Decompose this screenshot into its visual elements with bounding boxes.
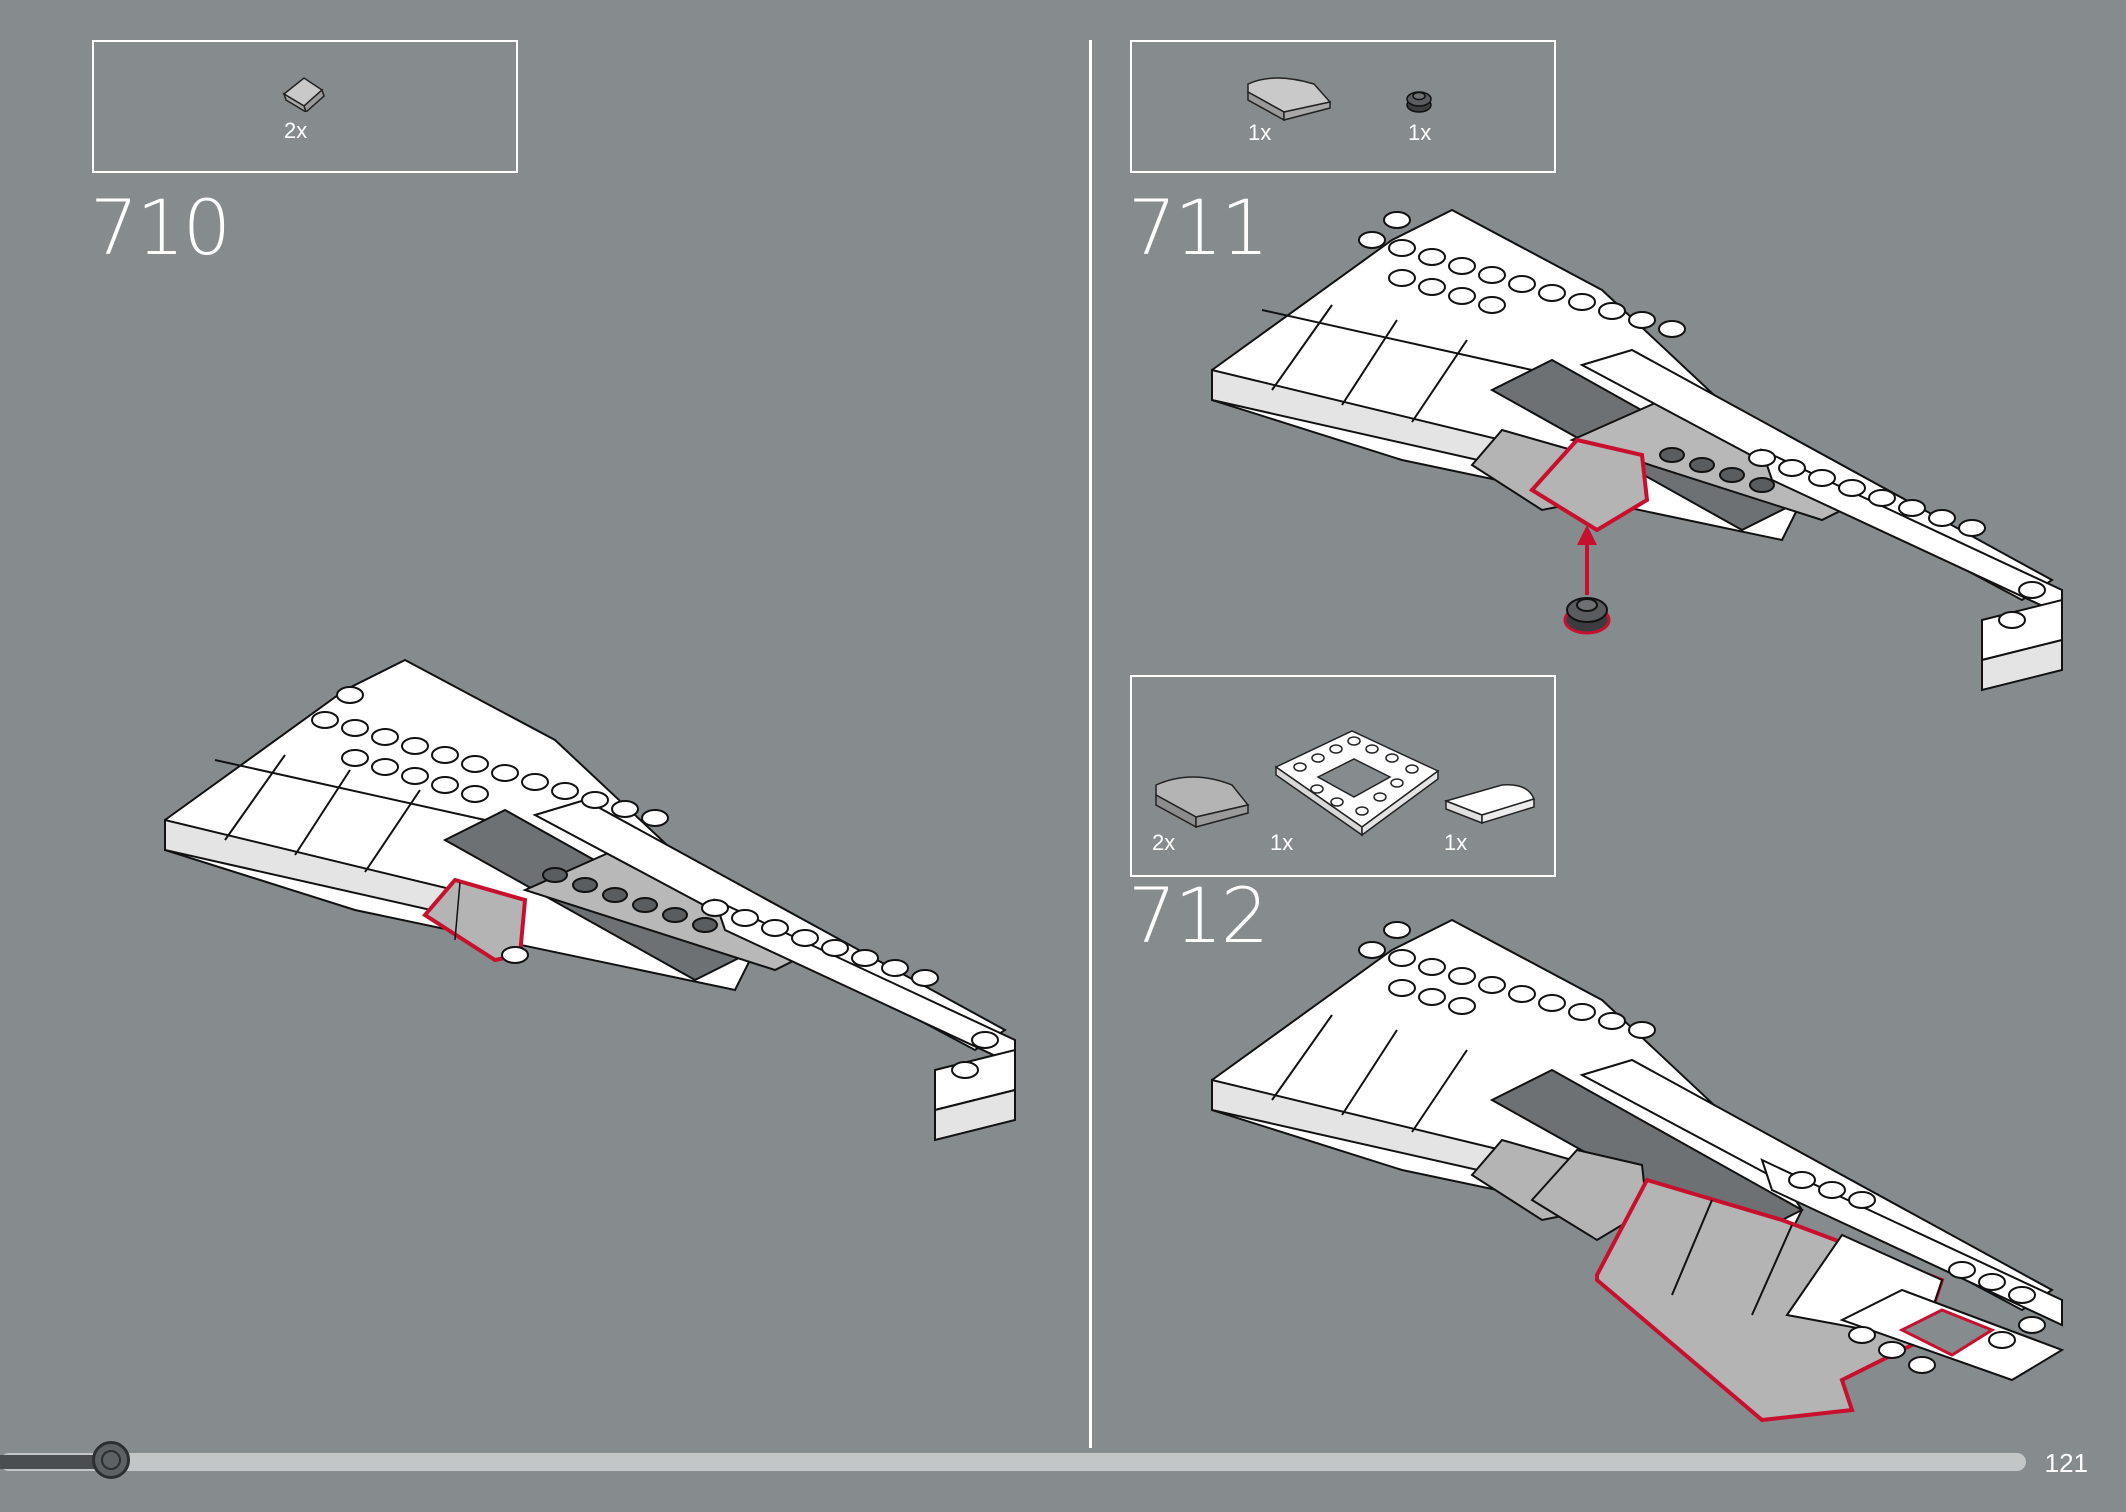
step-711-712-panel: 1x 1x 711 [1092,0,2126,1445]
step-710-panel: 2x 710 [0,0,1090,1445]
part-quantity: 2x [284,118,308,143]
step-number: 710 [90,183,231,272]
frame-plate-white-icon [1274,730,1440,837]
part-quantity: 1x [1444,830,1468,855]
curved-slope-light-gray-icon [1247,77,1332,122]
step-number: 711 [1128,183,1269,272]
part-quantity: 1x [1270,830,1294,855]
model-illustration-712 [1211,918,2065,1423]
step-number: 712 [1128,871,1269,960]
curved-slope-light-gray-icon [1155,776,1250,829]
round-plate-dark-gray-icon [1406,91,1432,113]
progress-track [0,1453,2026,1471]
model-illustration-711 [1211,208,2063,692]
part-quantity: 1x [1408,120,1432,145]
part-quantity: 2x [1152,830,1176,855]
progress-knob [92,1441,130,1479]
parts-list-710: 2x [92,40,518,173]
part-quantity: 1x [1248,120,1272,145]
model-illustration-710 [164,658,1016,1142]
page-divider [1089,40,1092,1448]
progress-fill [0,1455,111,1469]
page-number: 121 [2044,1448,2088,1478]
curved-slope-white-icon [1443,784,1535,825]
curved-slope-light-gray-icon [282,77,325,112]
parts-list-711: 1x 1x [1130,40,1556,173]
parts-list-712: 2x 1x [1130,675,1556,877]
